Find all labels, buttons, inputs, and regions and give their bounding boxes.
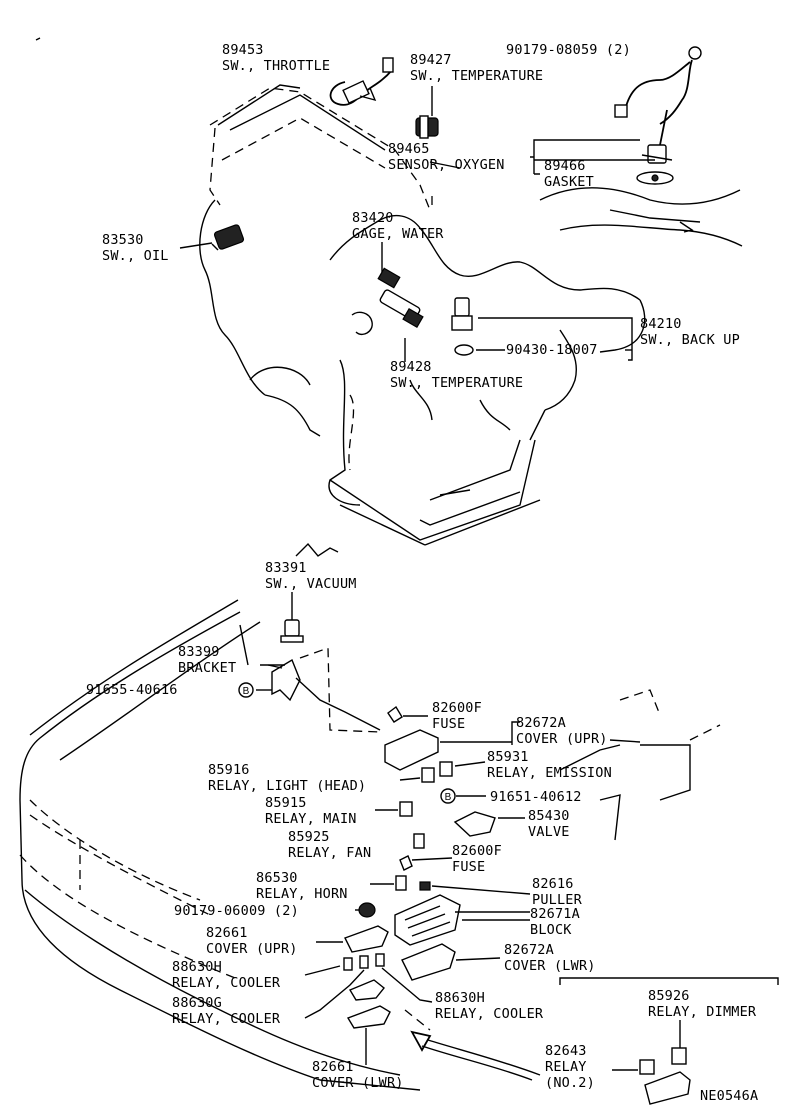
screw-part <box>355 902 376 918</box>
puller-part <box>419 881 531 895</box>
svg-text:B: B <box>243 686 250 697</box>
oxygen-bracket <box>530 139 655 175</box>
svg-text:B: B <box>445 792 452 803</box>
backup-switch-part <box>451 297 633 361</box>
relay-emission-part <box>439 761 486 777</box>
vacuum-switch-part <box>280 542 339 643</box>
label-91651-40612: 91651-40612 <box>490 789 582 805</box>
label-90179-06009: 90179-06009 (2) <box>174 903 299 919</box>
label-91655-40616: 91655-40616 <box>86 682 178 698</box>
valve-part <box>453 811 525 837</box>
body-panel <box>19 599 721 1091</box>
label-90179-08059: 90179-08059 (2) <box>506 42 631 58</box>
relay-light-head-part <box>399 767 435 783</box>
throttle-switch-part <box>329 57 394 106</box>
oxygen-sensor-part <box>614 46 702 185</box>
oil-switch-part <box>179 224 245 251</box>
bracket-part <box>256 658 301 702</box>
relay-horn-part <box>370 875 407 891</box>
fuse-box-cover-upper-part <box>384 721 520 771</box>
fuse-part-lower <box>399 855 413 871</box>
cover-upper-82661-part <box>316 925 389 953</box>
temperature-switch-part-top <box>415 86 439 139</box>
label-90430-18007: 90430-18007 <box>506 342 598 358</box>
relay-cooler-parts <box>304 953 433 1019</box>
fuse-part-upper <box>387 705 403 723</box>
relay-no2-arrow <box>410 1030 541 1081</box>
drawing-code: NE0546A <box>700 1088 759 1104</box>
engine-outline <box>199 84 743 546</box>
bolt-b-upper: B <box>238 682 254 698</box>
relay-dimmer-group <box>559 977 779 1105</box>
relay-main-part <box>375 801 413 817</box>
temperature-switch-part-low <box>379 289 424 362</box>
water-gage-part <box>377 242 401 289</box>
cover-lower-82661-part <box>346 979 391 1065</box>
relay-fan-part <box>413 833 425 849</box>
cover-lower-82672a-part <box>401 943 501 981</box>
bolt-b-lower: B <box>440 788 486 804</box>
fuse-block-part <box>394 894 530 946</box>
